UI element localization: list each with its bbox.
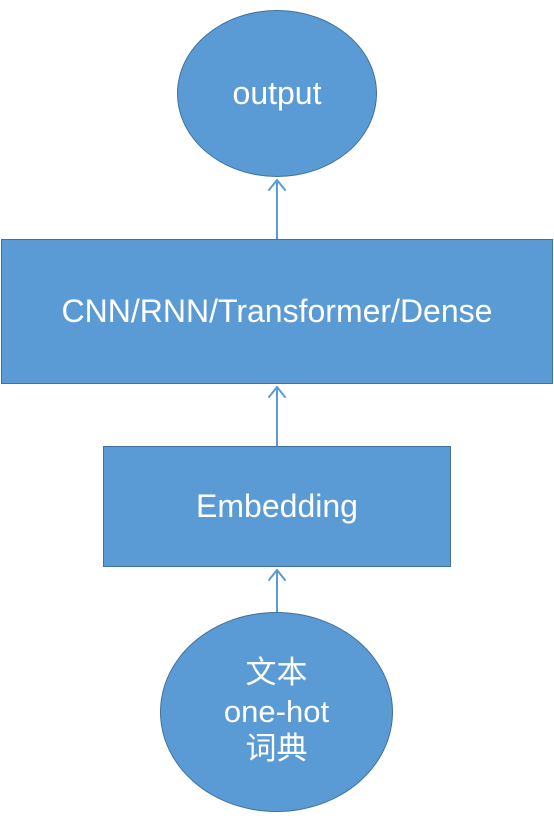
arrow-model-to-output bbox=[268, 179, 286, 240]
output-node: output bbox=[177, 10, 377, 177]
embedding-label: Embedding bbox=[196, 488, 358, 524]
model-node: CNN/RNN/Transformer/Dense bbox=[1, 239, 553, 384]
input-label-dictionary: 词典 bbox=[245, 730, 308, 767]
arrow-input-to-embedding bbox=[268, 569, 286, 613]
input-label-onehot: one-hot bbox=[223, 694, 330, 730]
input-label-text: 文本 bbox=[245, 655, 308, 692]
arrow-embedding-to-model bbox=[268, 386, 286, 447]
output-label: output bbox=[232, 75, 322, 111]
model-label: CNN/RNN/Transformer/Dense bbox=[61, 293, 493, 329]
input-node: 文本 one-hot 词典 bbox=[160, 612, 393, 812]
embedding-node: Embedding bbox=[103, 446, 451, 567]
